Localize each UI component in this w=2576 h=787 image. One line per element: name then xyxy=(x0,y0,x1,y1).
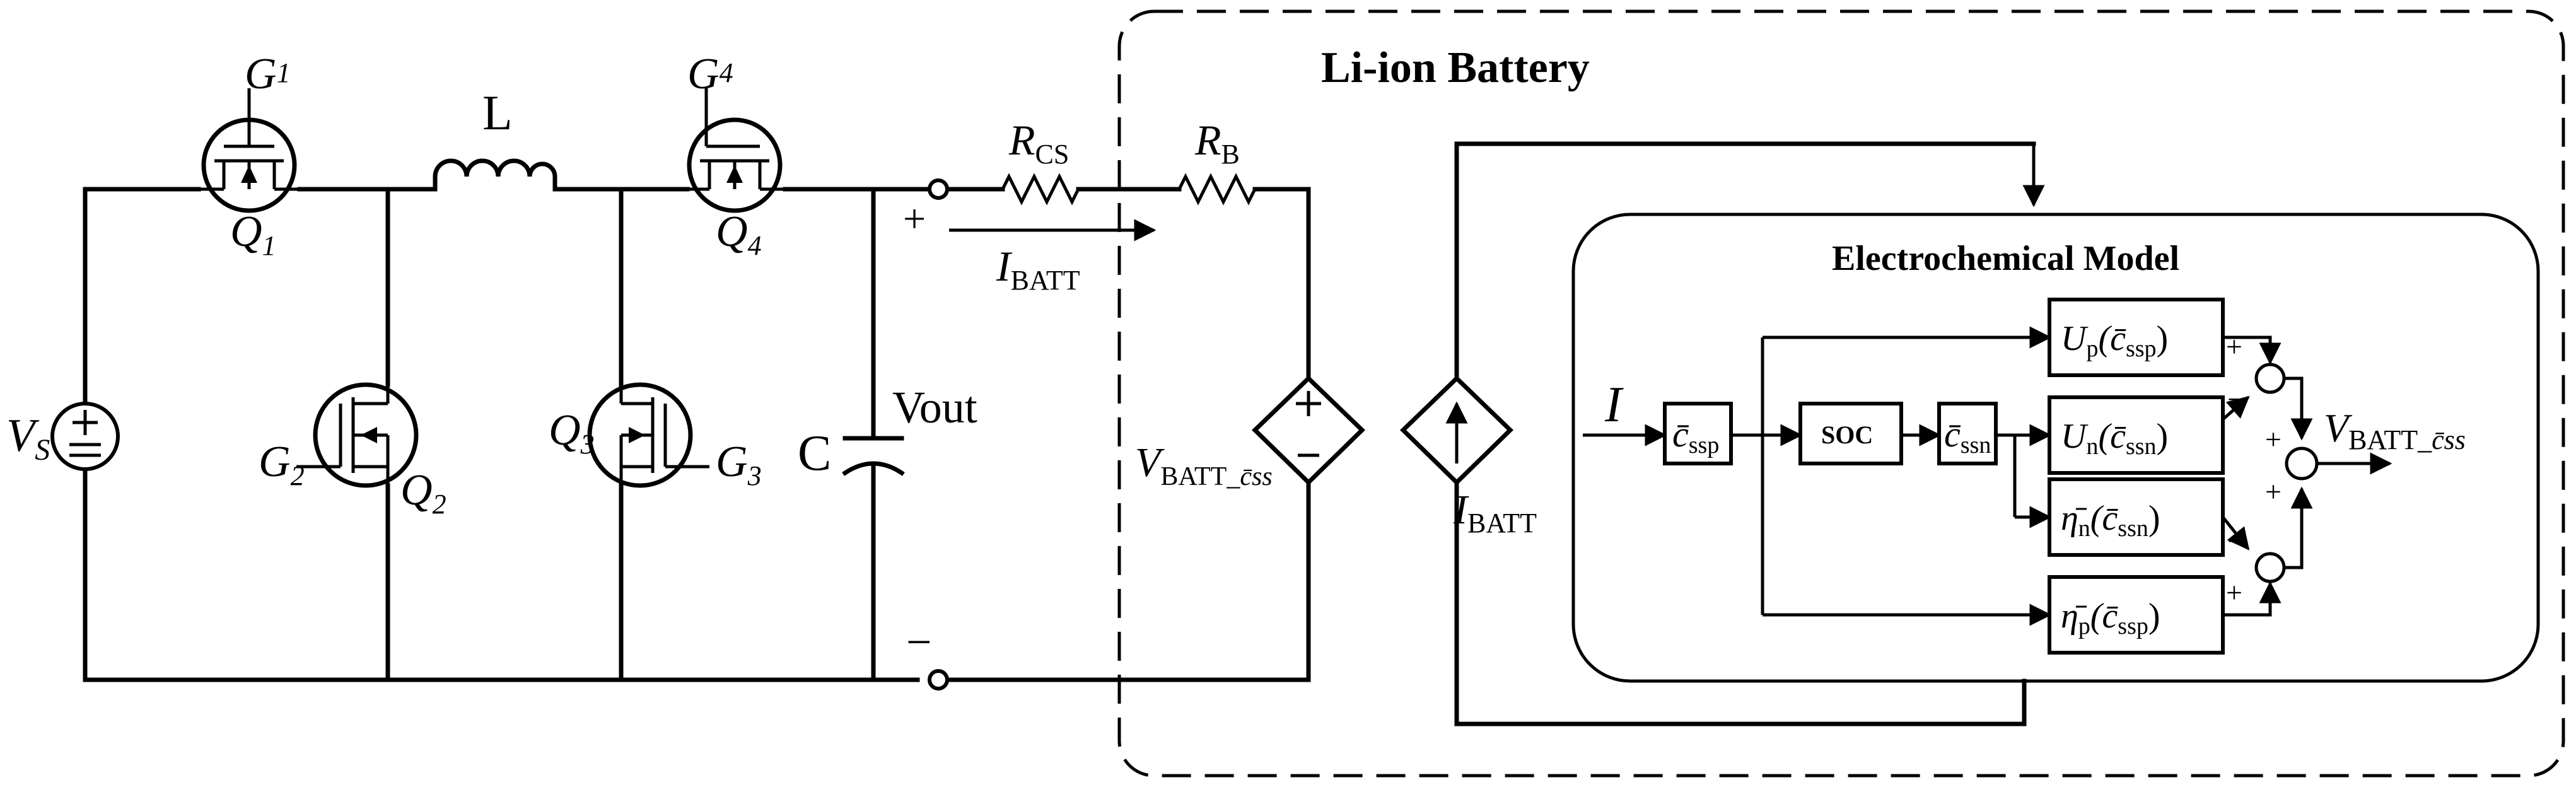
vs-source xyxy=(50,402,120,471)
ibatt-src-label: IBATT xyxy=(1453,487,1537,539)
terminal-minus xyxy=(928,669,949,691)
inductor-label: L xyxy=(482,85,513,140)
capacitor xyxy=(842,436,905,476)
q4-label: Q4 xyxy=(716,207,762,261)
sign-un: − xyxy=(2227,382,2245,417)
g3-label: G3 xyxy=(716,438,762,491)
css-n-label: c̄ssn xyxy=(1944,414,1991,458)
rb-label: RB xyxy=(1194,116,1240,170)
vbatt-src-label: VBATT_c̄ss xyxy=(1135,440,1273,491)
g4-label: G4 xyxy=(687,50,733,98)
battery-boundary xyxy=(1117,9,2565,778)
sign-etap: + xyxy=(2226,576,2242,609)
summer-lower xyxy=(2254,552,2286,583)
q1-label: Q1 xyxy=(230,207,276,261)
un-block xyxy=(2048,395,2225,475)
vbatt-out-label: VBATT_c̄ss xyxy=(2324,405,2466,455)
summer-upper xyxy=(2254,363,2286,394)
sign-etan: − xyxy=(2227,523,2245,559)
rcs-label: RCS xyxy=(1008,116,1069,170)
resistor-rb xyxy=(1177,173,1257,206)
etan-block xyxy=(2048,477,2225,557)
model-wiring xyxy=(1583,326,2392,626)
q3-mosfet xyxy=(587,382,709,488)
battery-title: Li-ion Battery xyxy=(1321,44,1590,92)
capacitor-label: C xyxy=(798,426,831,481)
vs-label: VS xyxy=(6,410,50,467)
out-plus-label: + xyxy=(903,196,926,241)
terminal-plus xyxy=(928,178,949,200)
q1-mosfet xyxy=(199,88,300,213)
inductor xyxy=(433,158,557,192)
q2-label: Q2 xyxy=(400,466,446,520)
etap-block xyxy=(2048,575,2225,655)
g1-label: G1 xyxy=(245,50,291,98)
sign-final-top: + xyxy=(2265,423,2282,455)
up-block xyxy=(2048,298,2225,377)
soc-label: SOC xyxy=(1821,421,1873,449)
electrochemical-model-box xyxy=(1571,213,2540,683)
ibatt-main-label: IBATT xyxy=(996,242,1080,296)
sign-up: + xyxy=(2226,330,2242,363)
css-p-block xyxy=(1663,402,1733,465)
dependent-voltage-source xyxy=(1251,375,1366,486)
q3-label: Q3 xyxy=(549,406,595,460)
resistor-rcs xyxy=(1001,173,1080,206)
q2-mosfet xyxy=(296,382,419,488)
up-label: Up(c̄ssp) xyxy=(2061,319,2168,362)
q4-mosfet xyxy=(687,88,785,213)
summer-final xyxy=(2285,446,2319,481)
input-i-label: I xyxy=(1604,377,1624,433)
vout-label: Vout xyxy=(892,382,977,433)
converter-wiring xyxy=(83,187,1311,682)
css-p-label: c̄ssp xyxy=(1672,414,1719,458)
sign-final-bot: + xyxy=(2265,475,2282,508)
soc-block xyxy=(1798,402,1903,465)
g2-label: G2 xyxy=(259,438,305,491)
css-n-block xyxy=(1937,402,1998,465)
out-minus-label: − xyxy=(906,617,932,667)
current-source-loop xyxy=(1399,141,2045,726)
model-title: Electrochemical Model xyxy=(1832,239,2179,278)
un-label: Un(c̄ssn) xyxy=(2061,417,2168,460)
